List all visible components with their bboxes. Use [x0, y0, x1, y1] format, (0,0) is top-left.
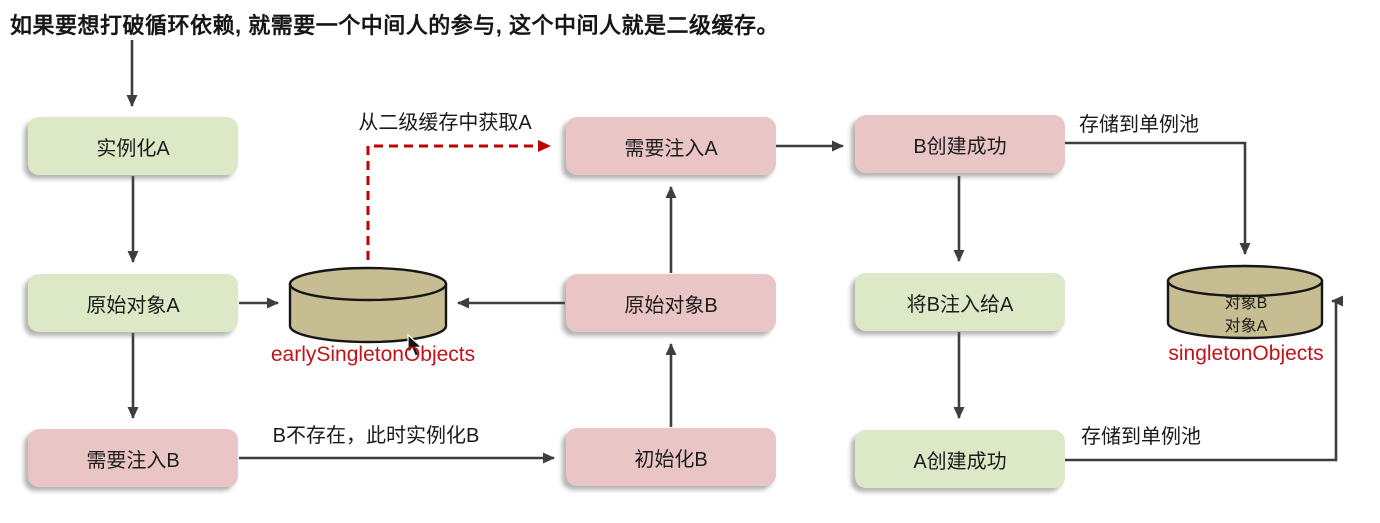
singleton-pool-item-b: 对象B — [1225, 294, 1268, 312]
node-need-inject-b: 需要注入B — [28, 429, 238, 487]
cylinder-body — [1166, 279, 1324, 340]
node-need-inject-a: 需要注入A — [566, 117, 776, 175]
node-a-created: A创建成功 — [855, 430, 1065, 488]
singleton-objects-label: singletonObjects — [1168, 342, 1324, 365]
early-singleton-objects-label: earlySingletonObjects — [270, 343, 476, 366]
arrow-b-created-to-singleton-pool — [1063, 141, 1251, 255]
page-title: 如果要想打破循环依赖, 就需要一个中间人的参与, 这个中间人就是二级缓存。 — [10, 13, 779, 38]
edge-label-store-pool-a: 存储到单例池 — [1081, 426, 1201, 448]
arrow-dashed-get-a-from-l2-cache — [366, 140, 551, 260]
arrow-a-created-to-singleton-pool — [1063, 295, 1343, 462]
singleton-pool-item-a: 对象A — [1225, 317, 1268, 335]
node-init-b: 初始化B — [566, 428, 776, 486]
node-instantiate-a: 实例化A — [28, 117, 238, 175]
early-singleton-objects-cylinder — [288, 266, 448, 344]
cylinder-top — [288, 266, 448, 302]
cylinder-top — [1166, 264, 1324, 298]
node-inject-b-into-a: 将B注入给A — [855, 273, 1065, 331]
singleton-objects-cylinder: 对象B 对象A — [1166, 264, 1324, 340]
node-raw-object-b: 原始对象B — [566, 274, 776, 332]
edge-label-get-a-from-l2-cache: 从二级缓存中获取A — [358, 112, 532, 134]
edge-label-store-pool-b: 存储到单例池 — [1079, 114, 1199, 136]
mouse-cursor-icon — [407, 333, 424, 358]
node-raw-object-a: 原始对象A — [28, 274, 238, 332]
node-b-created: B创建成功 — [855, 115, 1065, 173]
edge-label-b-not-exist: B不存在，此时实例化B — [272, 425, 480, 447]
